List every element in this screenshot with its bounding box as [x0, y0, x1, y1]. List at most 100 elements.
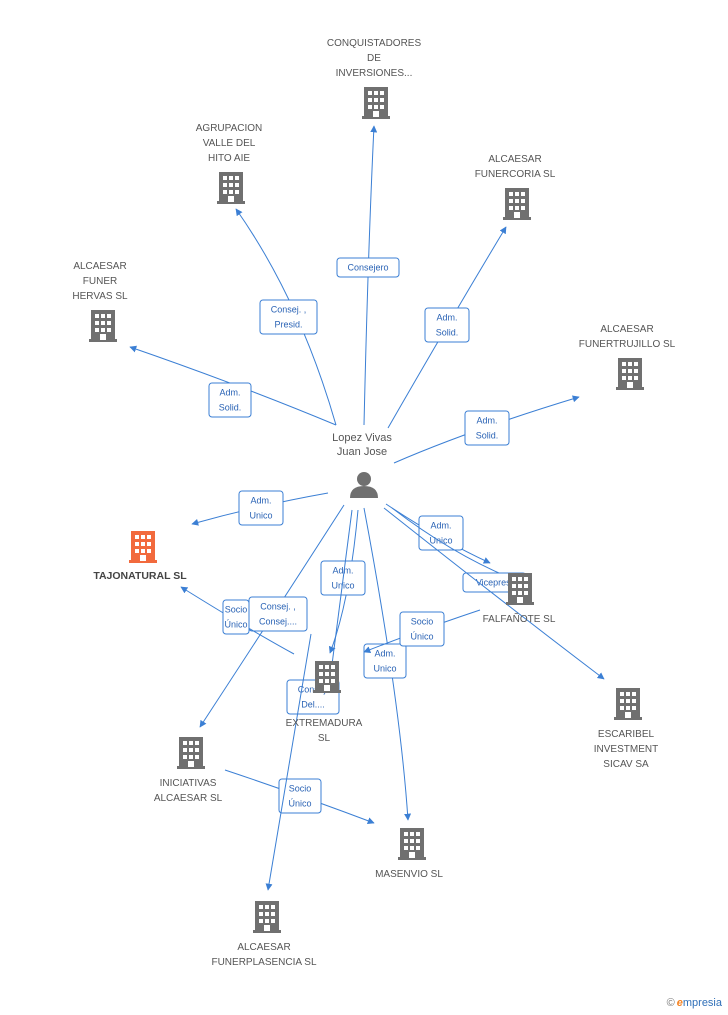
- company-node-funercoria[interactable]: ALCAESAR FUNERCORIA SL: [475, 154, 556, 220]
- building-icon: [89, 310, 117, 342]
- edge-label-text: Unico: [331, 581, 354, 591]
- company-node-falfanote[interactable]: FALFAÑOTE SL: [483, 573, 556, 625]
- company-label: EXTREMADURA: [286, 718, 363, 729]
- company-label: FUNERPLASENCIA SL: [211, 957, 316, 968]
- edge-label-box[interactable]: [259, 299, 318, 335]
- edge-label-text: Presid.: [274, 320, 302, 330]
- edge-label-box[interactable]: [238, 490, 284, 526]
- edge-masenvio: Adm. Unico: [363, 507, 412, 821]
- company-node-iniciativas[interactable]: INICIATIVAS ALCAESAR SL: [154, 737, 223, 804]
- edge-funerplasencia: [265, 633, 312, 891]
- building-icon: [616, 358, 644, 390]
- edge-line: [265, 633, 312, 891]
- building-icon: [503, 188, 531, 220]
- company-node-extremadura[interactable]: EXTREMADURA SL: [286, 661, 363, 744]
- edge-label-box[interactable]: [222, 599, 250, 635]
- edge-label-text: Adm.: [219, 388, 240, 398]
- edge-iniciativas: Consej. , Consej....: [199, 504, 345, 728]
- company-label: SICAV SA: [603, 759, 649, 770]
- company-label: FUNER: [83, 276, 117, 287]
- company-label: HITO AIE: [208, 153, 250, 164]
- edge-label-box[interactable]: [424, 307, 470, 343]
- edge-label-text: Adm.: [430, 521, 451, 531]
- company-label: INVESTMENT: [594, 744, 658, 755]
- edge-label-text: Consej. ,: [260, 602, 296, 612]
- edge-label-box[interactable]: [278, 778, 322, 814]
- company-label: TAJONATURAL SL: [93, 570, 187, 582]
- building-icon: [253, 901, 281, 933]
- edge-agrupacion: Consej. , Presid.: [235, 208, 337, 426]
- company-label: MASENVIO SL: [375, 869, 443, 880]
- edge-label-box[interactable]: [399, 611, 445, 647]
- edge-label-text: Unico: [373, 664, 396, 674]
- edge-tajonatural: Adm.Unico: [191, 490, 329, 526]
- edge-label-text: Del....: [301, 700, 325, 710]
- footer-brand[interactable]: ©empresia: [667, 997, 722, 1009]
- edge-label-text: Solid.: [476, 431, 499, 441]
- edge-label-box[interactable]: [336, 257, 400, 278]
- edge-escaribel: [383, 507, 605, 680]
- person-icon-head: [357, 472, 371, 486]
- building-icon: [398, 828, 426, 860]
- company-label: ALCAESAR: [600, 324, 653, 335]
- edge-label-text: Socio: [289, 784, 312, 794]
- edge-label-text: Solid.: [219, 403, 242, 413]
- edge-label-text: Adm.: [476, 416, 497, 426]
- company-label: FUNERCORIA SL: [475, 169, 556, 180]
- company-label: ESCARIBEL: [598, 729, 655, 740]
- company-node-masenvio[interactable]: MASENVIO SL: [375, 828, 443, 880]
- edge-funertrujillo: Adm. Solid.: [393, 395, 580, 464]
- company-label: INICIATIVAS: [160, 778, 217, 789]
- company-node-tajonatural[interactable]: TAJONATURAL SL: [93, 531, 187, 582]
- building-icon: [177, 737, 205, 769]
- edge-label-text: Consej....: [259, 617, 297, 627]
- edge-label-box[interactable]: [418, 515, 464, 551]
- company-label: SL: [318, 733, 331, 744]
- copyright-symbol: ©: [666, 997, 675, 1009]
- company-label: ALCAESAR: [73, 261, 126, 272]
- building-icon: [362, 87, 390, 119]
- edge-label-box[interactable]: [208, 382, 252, 418]
- edge-funercoria: Adm. Solid.: [387, 226, 507, 429]
- company-node-escaribel[interactable]: ESCARIBEL INVESTMENT SICAV SA: [594, 688, 658, 770]
- edge-label-text: Adm.: [374, 649, 395, 659]
- edge-label-text: Único: [410, 632, 433, 642]
- company-node-conquistadores[interactable]: CONQUISTADORESDEINVERSIONES...: [327, 38, 422, 119]
- edge-falfanote: Adm. Unico: [385, 503, 491, 564]
- building-icon: [614, 688, 642, 720]
- edge-label-text: Socio: [411, 617, 434, 627]
- person-node[interactable]: Lopez Vivas Juan Jose: [332, 432, 392, 498]
- company-label: ALCAESAR: [488, 154, 541, 165]
- person-icon: [350, 486, 378, 498]
- person-name-line-2: Juan Jose: [337, 446, 387, 458]
- building-icon: [129, 531, 157, 563]
- person-name-line-1: Lopez Vivas: [332, 432, 392, 444]
- edge-label-text: Adm.: [332, 566, 353, 576]
- edge-line: [327, 509, 353, 681]
- edge-label-box[interactable]: [464, 410, 510, 446]
- company-label: CONQUISTADORES: [327, 38, 422, 49]
- company-label: ALCAESAR SL: [154, 793, 223, 804]
- edge-conquistadores: Consejero: [336, 125, 400, 426]
- edge-line: [383, 507, 605, 680]
- building-icon: [506, 573, 534, 605]
- company-label: FALFAÑOTE SL: [483, 612, 556, 625]
- company-label: INVERSIONES...: [336, 68, 413, 79]
- brand-name: mpresia: [682, 997, 722, 1009]
- edge-label-text: Unico: [429, 536, 452, 546]
- building-icon: [217, 172, 245, 204]
- company-node-funerhervas[interactable]: ALCAESAR FUNER HERVAS SL: [72, 261, 128, 342]
- edge-label-text: Consej. ,: [271, 305, 307, 315]
- edge-label-text: Solid.: [436, 328, 459, 338]
- company-label: HERVAS SL: [72, 291, 128, 302]
- edge-label-text: Unico: [249, 511, 272, 521]
- edge-label-text: Único: [224, 620, 247, 630]
